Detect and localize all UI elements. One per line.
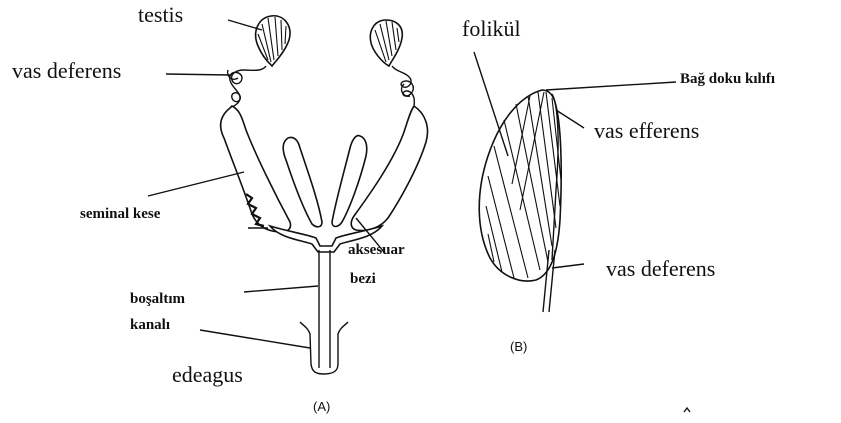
left-testis [256, 16, 290, 66]
label-bezi: bezi [350, 272, 376, 287]
label-seminal-kese: seminal kese [80, 207, 160, 222]
label-aksesuar: aksesuar [348, 243, 405, 258]
ejaculatory-duct [319, 250, 330, 368]
label-bag-doku-kilifi: Bağ doku kılıfı [680, 72, 775, 87]
label-vas-deferens-a: vas deferens [12, 60, 121, 82]
label-testis: testis [138, 4, 183, 26]
left-seminal-vesicle [221, 106, 291, 232]
label-edeagus: edeagus [172, 364, 243, 386]
left-accessory-gland [283, 137, 322, 226]
right-vas-deferens-coil [392, 66, 414, 108]
label-vas-efferens: vas efferens [594, 120, 699, 142]
left-vas-deferens-coil [228, 66, 266, 110]
right-testis [370, 20, 402, 66]
figure-a [148, 16, 428, 374]
label-kanali: kanalı [130, 318, 170, 333]
label-bosaltim: boşaltım [130, 292, 185, 307]
label-vas-deferens-b: vas deferens [606, 258, 715, 280]
caption-b: (B) [510, 340, 527, 353]
small-mark [684, 408, 690, 412]
caption-a: (A) [313, 400, 330, 413]
label-folikul: folikül [462, 18, 521, 40]
